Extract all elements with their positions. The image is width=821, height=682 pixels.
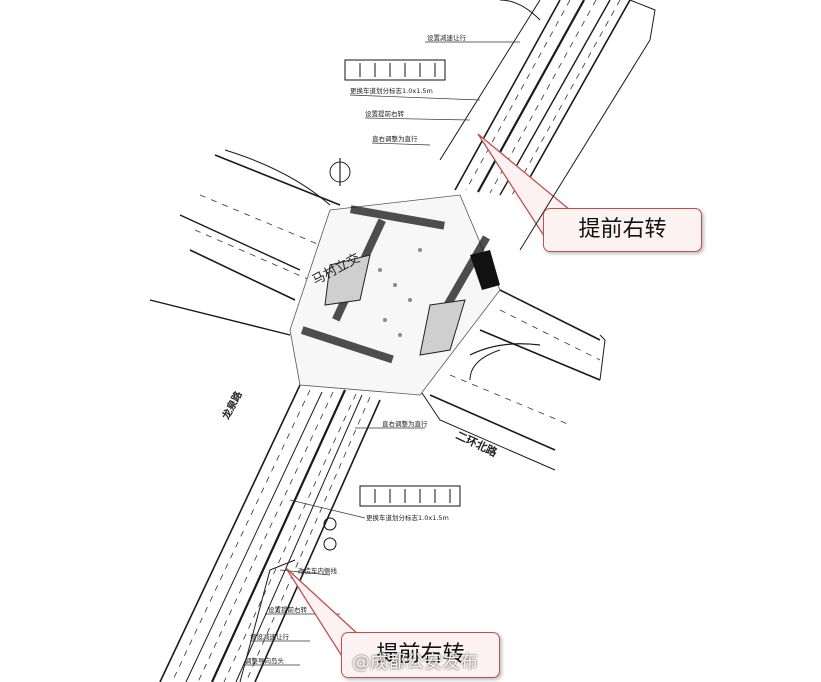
cross-road-edges [149, 149, 601, 471]
intersection-core [289, 194, 501, 396]
callout-bottom: 提前右转 [341, 632, 500, 678]
map-border [519, 0, 656, 381]
note-north-prior-right: 设置提前右转 [365, 109, 405, 118]
note-north-slow-down: 设置减速让行 [427, 33, 467, 42]
road-name-east: 二环北路 [454, 428, 501, 460]
note-south-sign-size: 更换车道划分标志1.0x1.5m [366, 513, 449, 522]
note-south-lane-side: 改造车内侧线 [298, 566, 338, 575]
lane-sign-board-north [344, 59, 446, 81]
lane-sign-board-south [359, 485, 461, 507]
lane-dashes [171, 0, 621, 682]
note-north-sign-size: 更换车道划分标志1.0x1.5m [350, 86, 433, 95]
north-arrow-icon [329, 158, 351, 186]
note-south-slow-down: 增设减速让行 [250, 632, 290, 641]
main-road-edges [159, 0, 631, 682]
yield-sign-icon [323, 517, 337, 551]
road-name-west: 龙泉路 [219, 388, 246, 422]
watermark: @成都公安发布 [352, 652, 478, 673]
callout-top: 提前右转 [543, 208, 702, 252]
note-south-direct-lane: 直右调整为直行 [382, 419, 428, 428]
note-south-prior-right: 设置提前右转 [268, 605, 308, 614]
note-south-island: 调整导向岛头 [245, 656, 285, 665]
note-north-direct-lane: 直右调整为直行 [372, 134, 418, 143]
